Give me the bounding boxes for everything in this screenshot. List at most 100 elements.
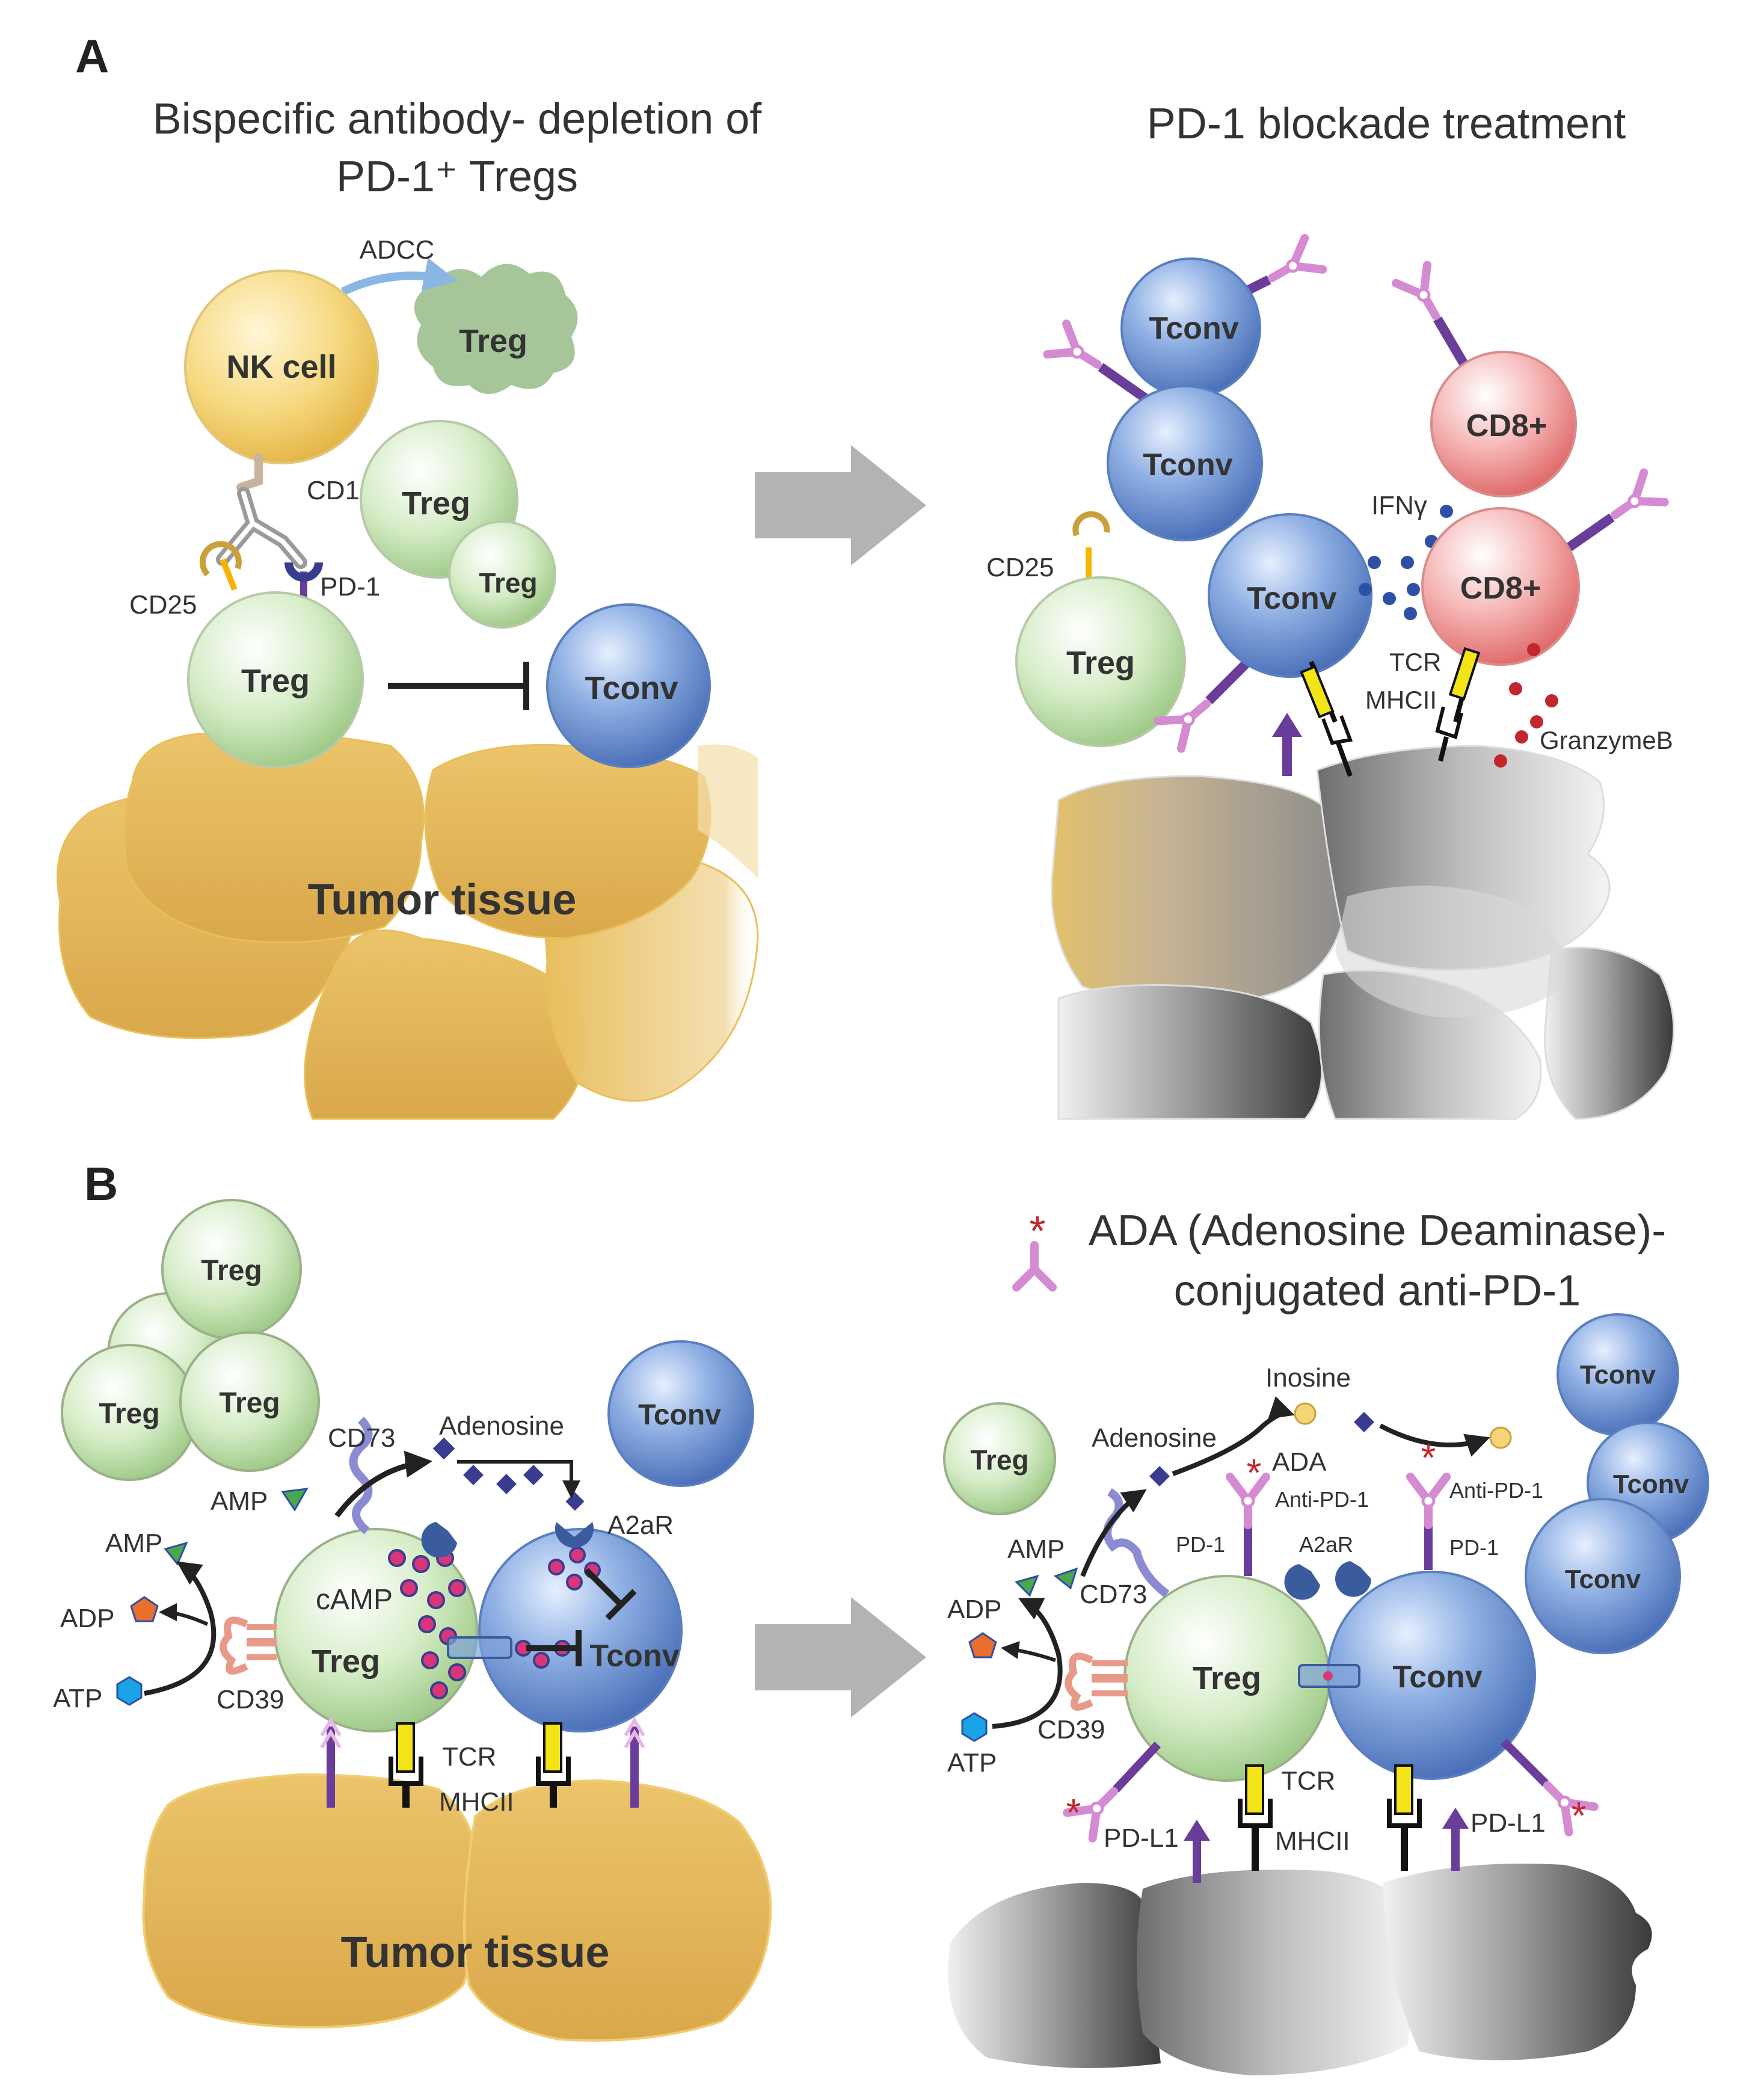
treg-cluster-3-label: Treg	[219, 1387, 280, 1419]
atp-molecule	[116, 1676, 143, 1706]
ifn-gamma-label: IFNγ	[1371, 491, 1427, 520]
cd73-label-b: CD73	[328, 1423, 396, 1453]
tcr-label-a: TCR	[1389, 648, 1441, 676]
treg-a-right	[1015, 576, 1186, 747]
amp-to-adenosine-arrow	[1080, 1489, 1147, 1577]
panel-a-left-title-line2: PD-1⁺ Tregs	[336, 153, 578, 201]
tconv-a-top1-label: Tconv	[1149, 311, 1238, 346]
treg-small-label: Treg	[479, 567, 537, 599]
nk-cell-label: NK cell	[226, 349, 336, 385]
tconv-b-top	[607, 1340, 754, 1487]
amp-molecule	[164, 1541, 188, 1566]
adenosine-to-inosine-arrow	[1172, 1396, 1295, 1476]
panel-b-right-title-line1: ADA (Adenosine Deaminase)-	[1089, 1207, 1666, 1255]
adenosine-to-inosine-arrow	[1379, 1423, 1490, 1457]
pd1-label-b-left: PD-1	[1176, 1532, 1225, 1557]
ada-anti-pd1-antibody: *	[1410, 1436, 1446, 1570]
ada-anti-pd1-antibody: *	[1066, 1741, 1161, 1838]
tconv-b-right-3	[1525, 1498, 1681, 1654]
treg-main-a-label: Treg	[241, 663, 310, 699]
tconv-a-left-label: Tconv	[585, 670, 678, 706]
mhcii-label-b-right: MHCII	[1275, 1826, 1350, 1856]
cd73-enzyme	[1103, 1488, 1170, 1598]
adcc-label: ADCC	[360, 235, 435, 265]
panel-b-right-title-line2: conjugated anti-PD-1	[1174, 1267, 1581, 1315]
inhibition-arrow-b	[526, 1630, 582, 1666]
adenosine-molecule	[1149, 1466, 1170, 1486]
inhibition-arrow-a	[388, 662, 529, 710]
granzyme-b-label: GranzymeB	[1540, 726, 1673, 754]
svg-text:*: *	[1421, 1436, 1436, 1479]
amp-molecule	[1053, 1567, 1078, 1590]
panel-a-left-title-line1: Bispecific antibody- depletion of	[153, 95, 763, 143]
pd1-label-a: PD-1	[320, 572, 380, 602]
cd39-enzyme	[220, 1616, 277, 1675]
cd16-receptor	[236, 453, 263, 491]
anti-pd1-antibody	[1158, 655, 1255, 748]
adp-label-b-left: ADP	[60, 1604, 114, 1633]
atp-to-amp-arrow	[144, 1561, 217, 1696]
tumor-tissue-b-left: Tumor tissue	[142, 1773, 772, 2042]
tconv-a-mid	[1208, 513, 1372, 678]
adenosine-molecules	[432, 1437, 544, 1494]
tconv-a-top2	[1107, 385, 1263, 541]
adenosine-label-b-right: Adenosine	[1092, 1423, 1217, 1453]
tconv-main-b-right-label: Tconv	[1392, 1660, 1482, 1695]
atp-to-amp-arrow	[992, 1598, 1063, 1729]
tconv-b-right-2-label: Tconv	[1613, 1470, 1689, 1499]
tumor-tissue-a-right	[1051, 745, 1675, 1120]
panel-letter-a: A	[75, 29, 109, 82]
inosine-label: Inosine	[1265, 1363, 1351, 1393]
camp-molecules	[388, 1547, 601, 1699]
anti-pd1-antibody	[1396, 265, 1472, 373]
tcr-mhcii-complex	[1387, 1764, 1422, 1871]
atp-label-b-left: ATP	[53, 1684, 102, 1713]
treg-main-b-label: Treg	[312, 1643, 380, 1680]
a2ar-receptor	[1284, 1564, 1320, 1600]
a2ar-receptor	[555, 1492, 594, 1548]
pdl1-ligand	[1272, 713, 1302, 776]
pdl1-label-left: PD-L1	[1104, 1823, 1179, 1853]
adcc-arrow	[340, 257, 458, 296]
ada-anti-pd1-legend-icon: *	[1012, 1207, 1057, 1292]
anti-pd1-label-left: Anti-PD-1	[1275, 1487, 1369, 1512]
adp-label-b-right: ADP	[947, 1595, 1001, 1624]
treg-big-label: Treg	[402, 485, 470, 522]
inosine-molecule	[1294, 1402, 1317, 1425]
amp-label-b1: AMP	[211, 1486, 268, 1516]
inosine-molecule	[1489, 1426, 1512, 1449]
dying-treg-label: Treg	[459, 323, 527, 359]
granzyme-b-molecules	[1494, 643, 1558, 768]
adenosine-to-a2ar-arrow	[457, 1460, 580, 1498]
treg-main-a	[187, 591, 364, 768]
tcr-label-b-left: TCR	[442, 1742, 496, 1772]
cd8-a-mid	[1421, 507, 1580, 666]
cd8-a-top	[1430, 351, 1577, 497]
a2ar-label-b-right: A2aR	[1299, 1532, 1353, 1557]
mhcii-label-a: MHCII	[1365, 686, 1437, 714]
inhibition-arrow-b-a2ar	[584, 1568, 637, 1621]
amp-molecule	[1015, 1574, 1039, 1597]
cd25-receptor	[199, 541, 242, 591]
cd39-label-b-left: CD39	[217, 1685, 284, 1714]
to-adp-arrow	[1001, 1641, 1056, 1662]
treg-b-right-top-label: Treg	[970, 1444, 1028, 1476]
tcr-mhcii-complex	[1300, 661, 1353, 777]
to-adp-arrow	[159, 1603, 209, 1626]
a2ar-label-b: A2aR	[607, 1511, 674, 1540]
adp-molecule	[968, 1632, 997, 1658]
tcr-mhcii-complex	[389, 1722, 423, 1808]
camp-label: cAMP	[316, 1584, 393, 1616]
tconv-main-b-label: Tconv	[589, 1639, 679, 1674]
treg-b-right-top	[943, 1402, 1056, 1515]
tconv-b-top-label: Tconv	[638, 1399, 721, 1431]
svg-text:*: *	[1066, 1791, 1081, 1834]
a2ar-receptor	[421, 1522, 457, 1558]
adenosine-molecule	[1354, 1412, 1374, 1432]
treg-main-b-right-label: Treg	[1193, 1660, 1261, 1696]
tconv-b-right-3-label: Tconv	[1565, 1565, 1641, 1594]
tumor-label-a: Tumor tissue	[308, 876, 577, 924]
atp-label-b-right: ATP	[947, 1748, 997, 1778]
ada-anti-pd1-antibody: *	[1501, 1738, 1594, 1837]
